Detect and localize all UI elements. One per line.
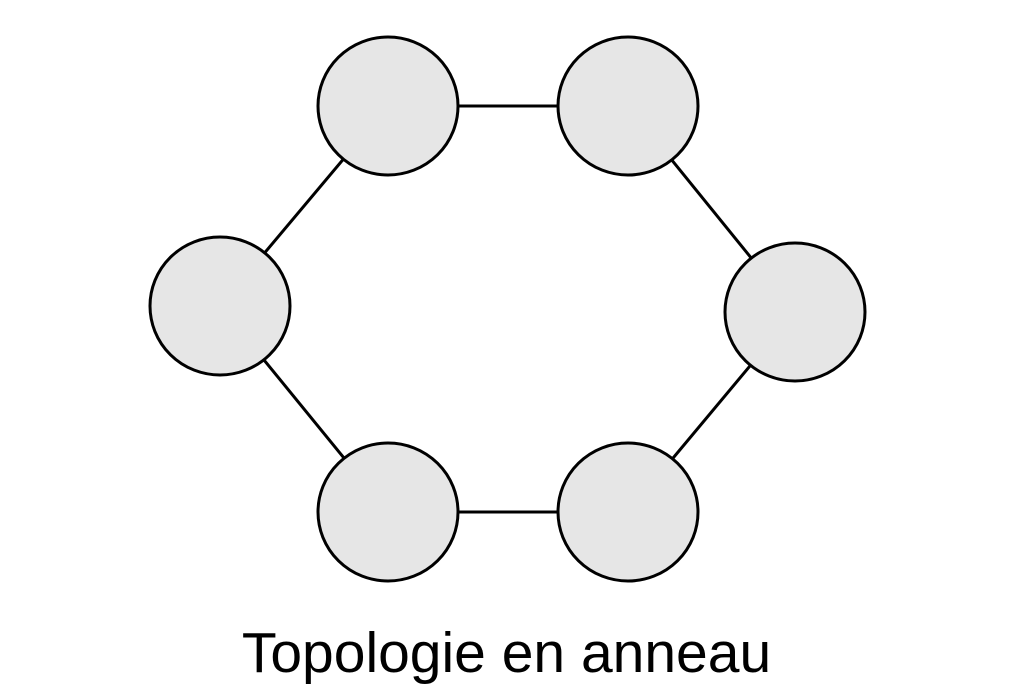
nodes (148, 35, 867, 583)
node-n5 (316, 441, 460, 583)
diagram-caption: Topologie en anneau (241, 621, 772, 685)
node-n4 (556, 441, 700, 583)
node-n6 (148, 235, 292, 377)
node-n3 (723, 241, 867, 383)
edges (218, 104, 797, 514)
node-n1 (316, 35, 460, 177)
node-n2 (556, 35, 700, 177)
